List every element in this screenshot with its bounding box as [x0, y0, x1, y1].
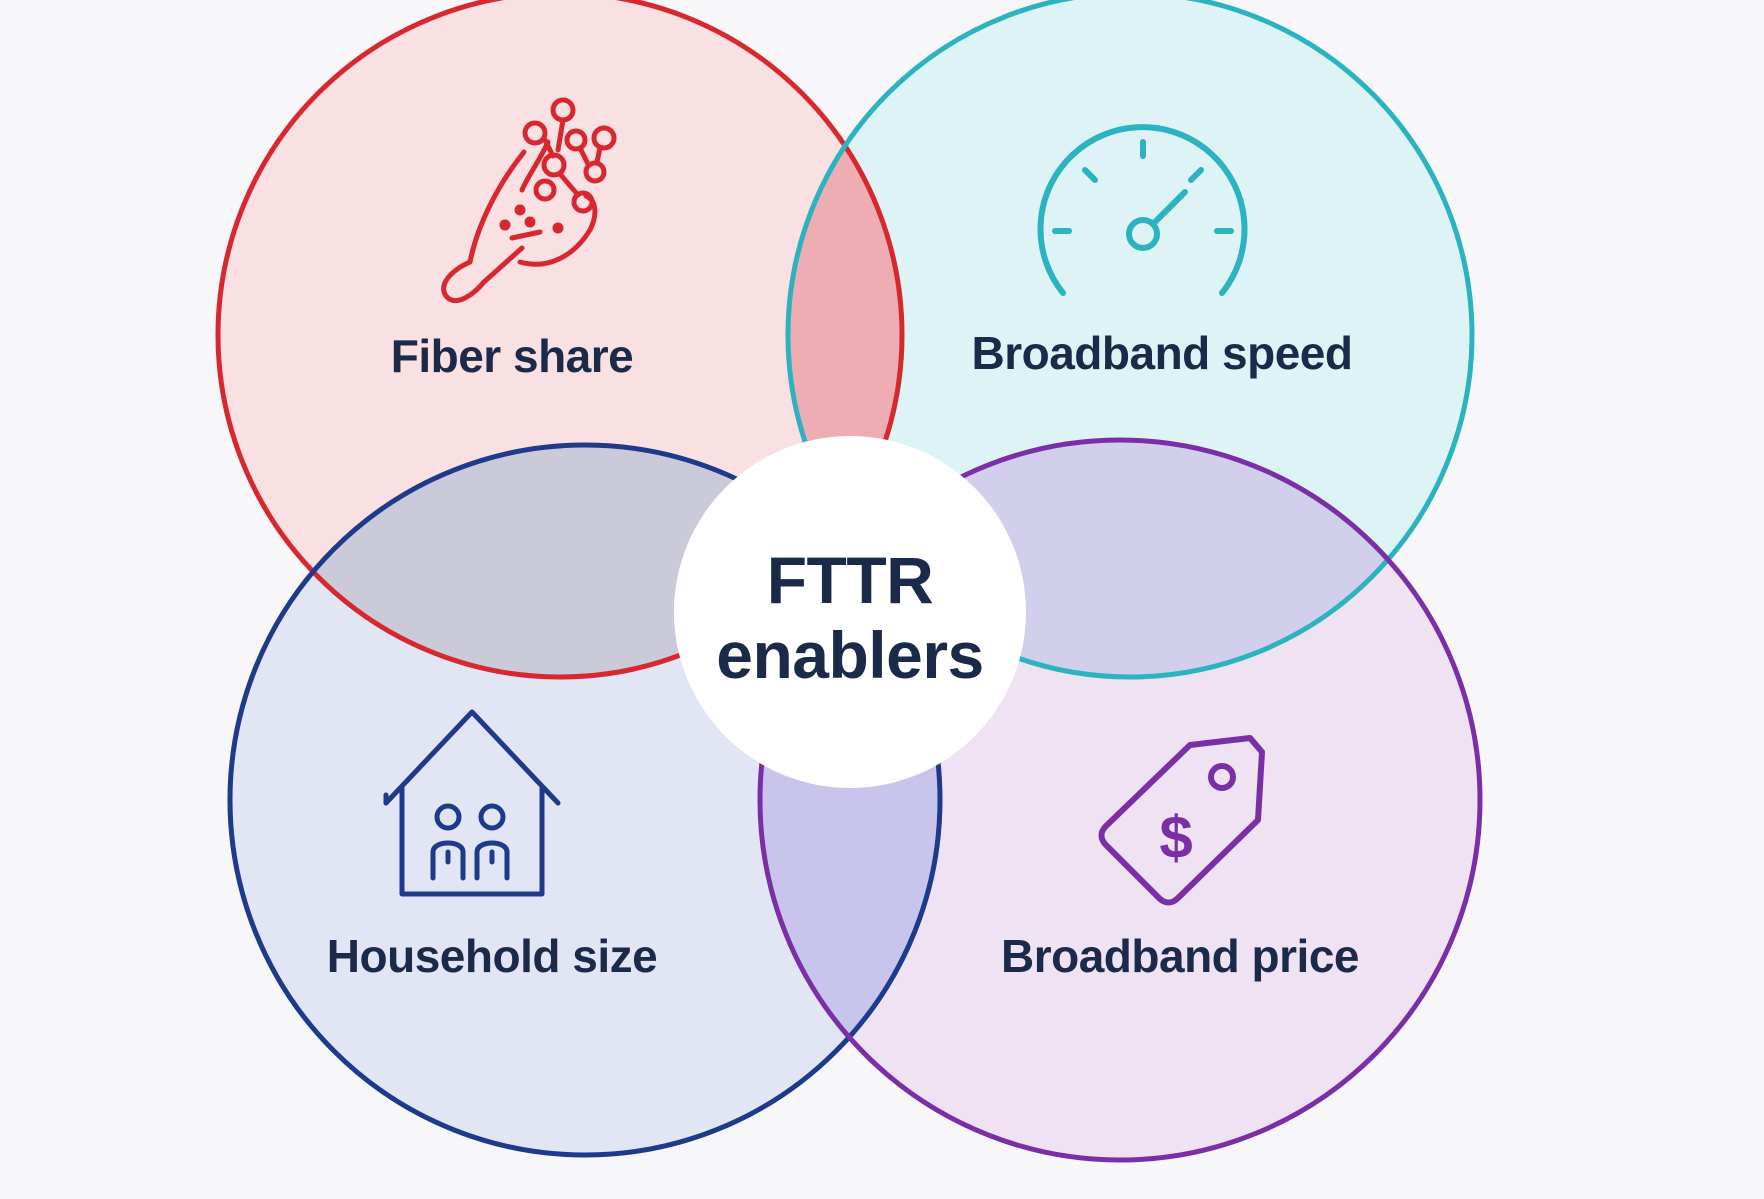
house-family-icon — [383, 709, 561, 897]
speedometer-icon — [1037, 124, 1248, 296]
broadband-speed-circle-outline — [785, 0, 1475, 680]
household-size-circle-outline — [227, 442, 943, 1158]
broadband-price-label: Broadband price — [1001, 930, 1359, 982]
fiber-hand-icon — [441, 97, 617, 304]
center-circle — [674, 436, 1026, 788]
broadband-speed-label: Broadband speed — [971, 327, 1352, 379]
fiber-share-circle-outline — [215, 0, 905, 680]
fiber-share-label: Fiber share — [391, 330, 634, 382]
center-title-line2: enablers — [716, 618, 983, 692]
svg-text:$: $ — [1159, 804, 1192, 871]
center-title-line1: FTTR — [767, 543, 934, 617]
household-size-label: Household size — [327, 930, 657, 982]
broadband-price-circle-outline — [757, 437, 1483, 1163]
price-tag-icon: $ — [1098, 735, 1265, 906]
